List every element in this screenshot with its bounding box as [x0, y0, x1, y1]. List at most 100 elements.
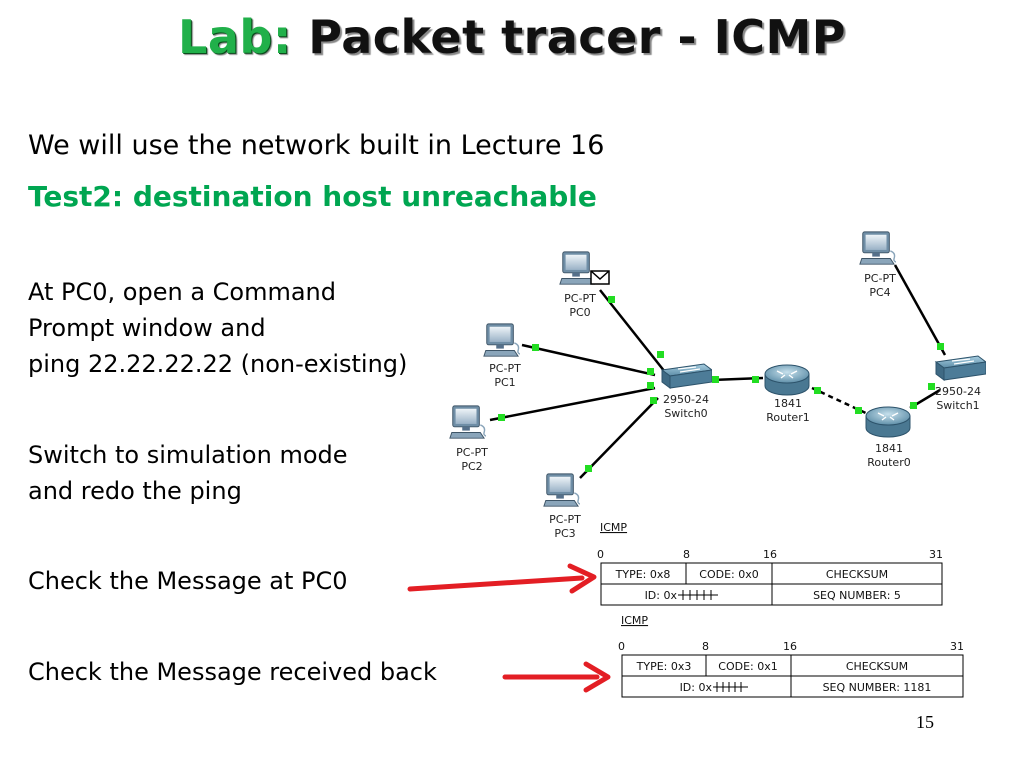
packet-sent-bit-31: 31	[929, 548, 943, 561]
packet-received-bit-8: 8	[702, 640, 709, 653]
packet-received-id-redacted	[713, 682, 748, 692]
packet-sent-heading: ICMP	[600, 521, 627, 534]
packet-sent-bit-0: 0	[597, 548, 604, 561]
device-pc4: PC-PT PC4	[859, 231, 896, 299]
device-router1: 1841 Router1	[764, 364, 810, 424]
link-dot	[928, 383, 935, 390]
packet-sent-type: TYPE: 0x8	[615, 568, 671, 581]
pc1-name-label: PC1	[494, 376, 515, 389]
router1-name-label: Router1	[766, 411, 809, 424]
page-number: 15	[916, 712, 934, 732]
pc2-name-label: PC2	[461, 460, 482, 473]
intro-text: We will use the network built in Lecture…	[28, 130, 605, 161]
title-main: Packet tracer - ICMP	[308, 10, 846, 64]
link-pc1-switch0	[521, 343, 656, 377]
step-ping-line-1: At PC0, open a Command	[28, 278, 337, 306]
packet-received-code: CODE: 0x1	[718, 660, 777, 673]
packet-sent-id: ID: 0x	[645, 589, 678, 602]
link-dot	[712, 376, 719, 383]
pc0-type-label: PC-PT	[564, 292, 596, 305]
router-icon	[865, 406, 911, 438]
router0-model-label: 1841	[875, 442, 903, 455]
pc0-name-label: PC0	[569, 306, 590, 319]
link-dot	[647, 382, 654, 389]
switch-icon	[661, 363, 712, 389]
link-dot	[532, 344, 539, 351]
link-dot	[855, 407, 862, 414]
envelope-icon	[590, 270, 610, 285]
switch0-name-label: Switch0	[664, 407, 707, 420]
link-dot	[752, 376, 759, 383]
icmp-packet-received: ICMP 0 8 16 31 TYPE: 0x3 CODE: 0x1 CHECK…	[618, 614, 964, 698]
link-status-dots	[498, 296, 944, 472]
pc3-name-label: PC3	[554, 527, 575, 540]
device-pc2: PC-PT PC2	[449, 405, 488, 473]
router-icon	[764, 364, 810, 396]
computer-icon	[483, 323, 520, 357]
device-pc1: PC-PT PC1	[483, 323, 521, 389]
computer-icon	[543, 473, 580, 507]
link-dot	[814, 387, 821, 394]
link-dot	[498, 414, 505, 421]
check-sent-text: Check the Message at PC0	[28, 567, 348, 595]
router1-model-label: 1841	[774, 397, 802, 410]
packet-sent-code: CODE: 0x0	[699, 568, 758, 581]
step-simulation-line-1: Switch to simulation mode	[28, 441, 348, 469]
icmp-packet-sent: ICMP 0 8 16 31 TYPE: 0x8 CODE: 0x0 CHECK…	[597, 521, 943, 606]
device-router0: 1841 Router0	[865, 406, 911, 469]
step-ping-line-2: Prompt window and	[28, 314, 266, 342]
pc3-type-label: PC-PT	[549, 513, 581, 526]
link-dot	[585, 465, 592, 472]
device-switch1: 2950-24 Switch1	[935, 355, 986, 412]
link-dot	[657, 351, 664, 358]
link-pc3-switch0	[579, 397, 659, 479]
link-pc0-switch0	[599, 289, 666, 373]
packet-received-type: TYPE: 0x3	[636, 660, 692, 673]
packet-received-bit-31: 31	[950, 640, 964, 653]
step-ping: At PC0, open a Command Prompt window and…	[28, 274, 407, 382]
arrow-to-received-packet	[502, 661, 611, 693]
switch1-model-label: 2950-24	[935, 385, 981, 398]
link-dot	[937, 343, 944, 350]
pc1-type-label: PC-PT	[489, 362, 521, 375]
pc2-type-label: PC-PT	[456, 446, 488, 459]
check-received-text: Check the Message received back	[28, 658, 437, 686]
slide-title: Lab: Packet tracer - ICMP	[0, 10, 1024, 64]
link-dot	[910, 402, 917, 409]
link-router1-router0	[811, 386, 871, 417]
packet-sent-seq: SEQ NUMBER: 5	[813, 589, 901, 602]
link-dot	[650, 397, 657, 404]
packet-received-checksum: CHECKSUM	[846, 660, 908, 673]
packet-received-bit-0: 0	[618, 640, 625, 653]
packet-received-seq: SEQ NUMBER: 1181	[823, 681, 932, 694]
packet-received-heading: ICMP	[621, 614, 648, 627]
packet-sent-checksum: CHECKSUM	[826, 568, 888, 581]
link-dot	[608, 296, 615, 303]
switch-icon	[935, 355, 986, 381]
device-pc0: PC-PT PC0	[559, 251, 610, 319]
link-pc4-switch1	[893, 264, 947, 356]
computer-icon	[449, 405, 486, 439]
computer-icon	[859, 231, 896, 265]
step-simulation: Switch to simulation mode and redo the p…	[28, 437, 348, 509]
arrow-to-sent-packet	[407, 563, 597, 594]
switch1-name-label: Switch1	[936, 399, 979, 412]
pc4-name-label: PC4	[869, 286, 890, 299]
packet-sent-bit-16: 16	[763, 548, 777, 561]
packet-received-bit-16: 16	[783, 640, 797, 653]
packet-sent-id-redacted	[678, 590, 718, 600]
title-prefix: Lab:	[178, 10, 292, 64]
device-switch0: 2950-24 Switch0	[661, 363, 712, 420]
link-dot	[647, 368, 654, 375]
link-pc2-switch0	[489, 386, 656, 422]
switch0-model-label: 2950-24	[663, 393, 709, 406]
device-pc3: PC-PT PC3	[543, 473, 581, 540]
test-heading: Test2: destination host unreachable	[28, 180, 597, 213]
router0-name-label: Router0	[867, 456, 910, 469]
packet-received-id: ID: 0x	[680, 681, 713, 694]
step-ping-line-3: ping 22.22.22.22 (non-existing)	[28, 350, 408, 378]
pc4-type-label: PC-PT	[864, 272, 896, 285]
step-simulation-line-2: and redo the ping	[28, 477, 242, 505]
packet-sent-bit-8: 8	[683, 548, 690, 561]
